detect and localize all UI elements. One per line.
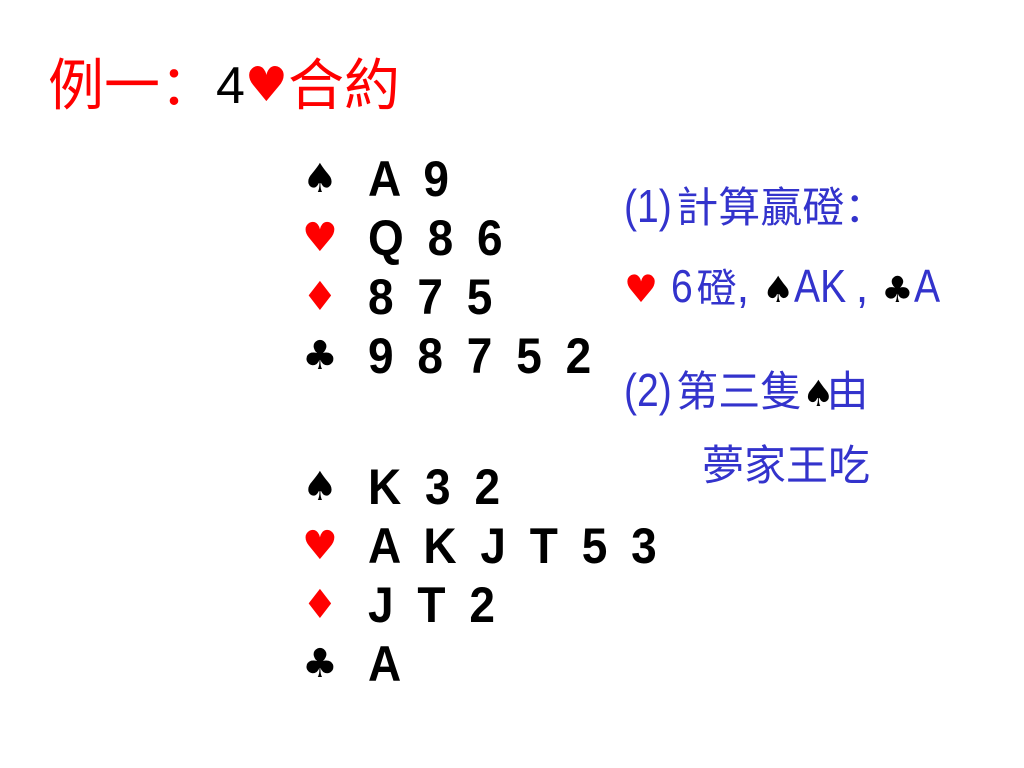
south-spades-cards: K 3 2 bbox=[368, 459, 506, 515]
north-clubs-cards: 9 8 7 5 2 bbox=[368, 328, 597, 384]
heart-suit-icon: ♥ bbox=[244, 57, 288, 113]
club-tricks: A bbox=[913, 260, 940, 312]
note-2-label: (2) bbox=[624, 364, 672, 416]
note-2-text-b: 由 bbox=[826, 367, 869, 416]
heart-icon: ♥ bbox=[302, 523, 338, 569]
club-icon: ♣ bbox=[302, 641, 338, 687]
note-2-text-a: 第三隻 bbox=[676, 367, 803, 416]
north-hearts-cards: Q 8 6 bbox=[368, 210, 509, 266]
north-diamonds-cards: 8 7 5 bbox=[368, 269, 498, 325]
north-clubs-row: ♣ 9 8 7 5 2 bbox=[302, 327, 617, 386]
south-hearts-row: ♥ A K J T 5 3 bbox=[302, 517, 688, 576]
spade-icon: ♠ bbox=[762, 270, 795, 311]
separator: , bbox=[855, 260, 869, 312]
heart-tricks: 6 bbox=[670, 260, 693, 312]
spade-icon: ♠ bbox=[302, 156, 338, 202]
south-hand: ♠ K 3 2 ♥ A K J T 5 3 ♦ J T 2 ♣ A bbox=[302, 458, 688, 694]
spade-tricks: AK bbox=[794, 260, 847, 312]
south-hearts-cards: A K J T 5 3 bbox=[368, 518, 663, 574]
club-icon: ♣ bbox=[302, 333, 338, 379]
spade-icon: ♠ bbox=[802, 374, 835, 415]
heart-icon: ♥ bbox=[624, 267, 659, 311]
north-spades-row: ♠ A 9 bbox=[302, 150, 617, 209]
north-spades-cards: A 9 bbox=[368, 151, 455, 207]
south-spades-row: ♠ K 3 2 bbox=[302, 458, 688, 517]
heart-icon: ♥ bbox=[302, 215, 338, 261]
separator: , bbox=[736, 260, 750, 312]
south-clubs-cards: A bbox=[368, 636, 407, 692]
north-diamonds-row: ♦ 8 7 5 bbox=[302, 268, 617, 327]
title-prefix: 例一： bbox=[48, 54, 216, 119]
note-2-continuation: 夢家王吃 bbox=[702, 441, 871, 490]
slide-title: 例一：4♥合約 bbox=[48, 52, 400, 122]
spade-icon: ♠ bbox=[302, 464, 338, 510]
north-hearts-row: ♥ Q 8 6 bbox=[302, 209, 617, 268]
trick-word: 磴 bbox=[696, 266, 737, 312]
south-diamonds-row: ♦ J T 2 bbox=[302, 576, 688, 635]
note-1-text: 計算贏磴： bbox=[676, 183, 887, 232]
diamond-icon: ♦ bbox=[302, 582, 338, 628]
note-1-heading: (1) 計算贏磴： bbox=[624, 176, 886, 236]
note-2-heading: (2) 第三隻♠由 bbox=[624, 360, 869, 420]
note-1-trick-count: ♥ 6磴, ♠AK, ♣A bbox=[624, 256, 944, 316]
club-icon: ♣ bbox=[881, 270, 914, 311]
contract-level: 4 bbox=[216, 57, 245, 115]
note-1-label: (1) bbox=[624, 180, 672, 232]
title-suffix: 合約 bbox=[287, 54, 400, 119]
south-clubs-row: ♣ A bbox=[302, 635, 688, 694]
diamond-icon: ♦ bbox=[302, 274, 338, 320]
south-diamonds-cards: J T 2 bbox=[368, 577, 501, 633]
north-hand: ♠ A 9 ♥ Q 8 6 ♦ 8 7 5 ♣ 9 8 7 5 2 bbox=[302, 150, 617, 386]
